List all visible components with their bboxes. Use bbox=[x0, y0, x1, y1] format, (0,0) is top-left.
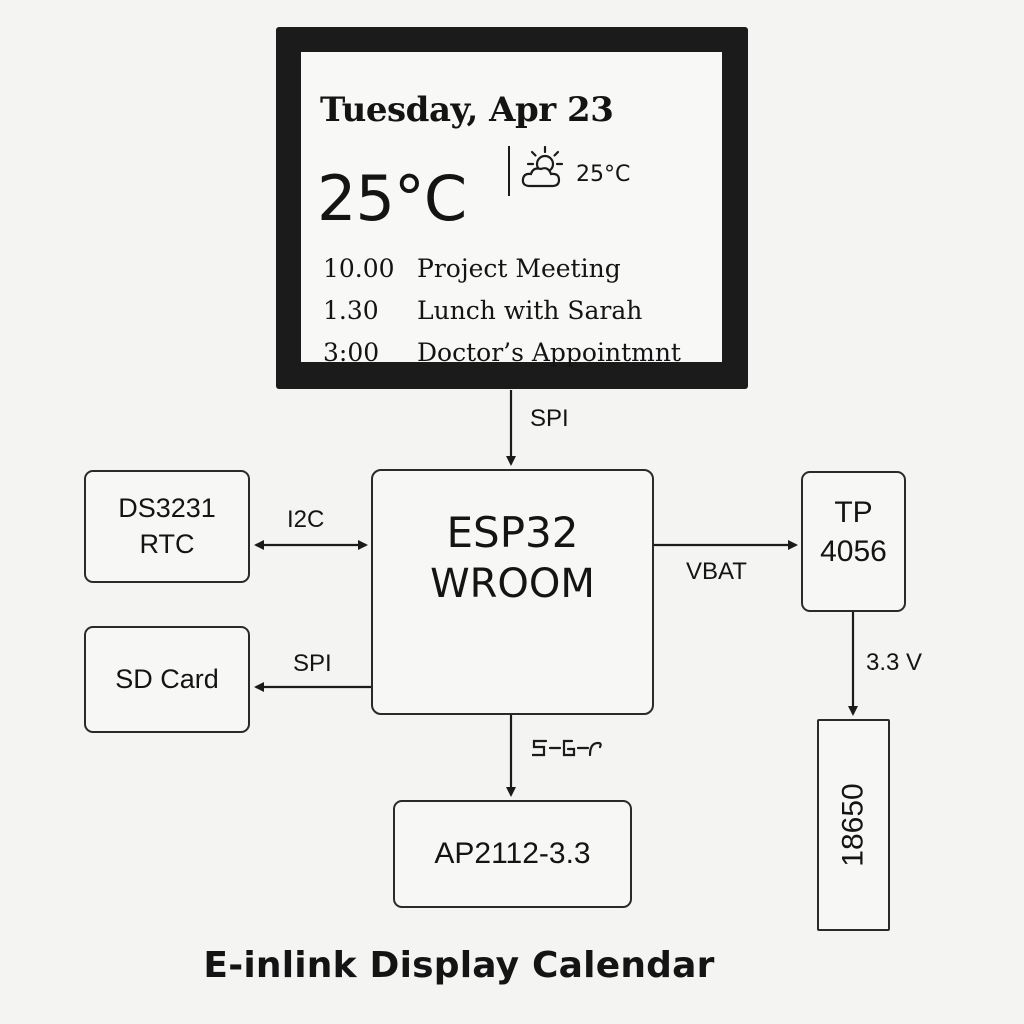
esp32-label-line2: WROOM bbox=[430, 561, 595, 608]
wire-label-display-spi: SPI bbox=[530, 405, 569, 432]
display-temperature-divider bbox=[508, 146, 510, 196]
esp32-label-line1: ESP32 bbox=[446, 507, 579, 557]
tp4056-charger-block: TP 4056 bbox=[801, 471, 906, 612]
event-time: 10.00 bbox=[323, 254, 395, 283]
eink-display-screen: Tuesday, Apr 23 25°C 25°C 10.00 Project … bbox=[301, 52, 722, 367]
esp32-wroom-block: ESP32 WROOM bbox=[371, 469, 654, 715]
sd-card-block: SD Card bbox=[84, 626, 250, 733]
event-time: 1.30 bbox=[323, 296, 379, 325]
ap2112-regulator-block: AP2112-3.3 bbox=[393, 800, 632, 908]
wire-label-rtc-i2c: I2C bbox=[287, 506, 325, 533]
wire-label-sd-spi: SPI bbox=[293, 650, 332, 677]
display-date: Tuesday, Apr 23 bbox=[320, 90, 614, 130]
eink-display-frame: Tuesday, Apr 23 25°C 25°C 10.00 Project … bbox=[276, 27, 748, 389]
battery-18650-block: 18650 bbox=[817, 719, 890, 931]
regulator-label: AP2112-3.3 bbox=[434, 837, 591, 870]
wire-label-3v3: 3.3 V bbox=[866, 649, 923, 676]
rtc-label-line2: RTC bbox=[139, 528, 195, 559]
esp32-label: ESP32 WROOM bbox=[430, 507, 595, 610]
diagram-caption: E-inlink Display Calendar bbox=[203, 945, 715, 986]
event-time: 3:00 bbox=[323, 338, 380, 367]
rtc-label-line1: DS3231 bbox=[118, 493, 216, 524]
battery-label: 18650 bbox=[836, 783, 870, 867]
event-title: Doctor’s Appointmnt bbox=[417, 338, 681, 367]
event-title: Project Meeting bbox=[417, 254, 621, 283]
event-title: Lunch with Sarah bbox=[417, 296, 643, 325]
rtc-label: DS3231 RTC bbox=[118, 491, 216, 561]
charger-label-line2: 4056 bbox=[820, 534, 887, 568]
ds3231-rtc-block: DS3231 RTC bbox=[84, 470, 250, 583]
illegible-wire-label bbox=[532, 739, 602, 757]
sd-card-label: SD Card bbox=[115, 664, 219, 695]
display-temperature-forecast: 25°C bbox=[576, 162, 631, 187]
partly-cloudy-icon bbox=[521, 145, 564, 188]
display-temperature-main: 25°C bbox=[317, 162, 467, 235]
charger-label-line1: TP bbox=[834, 495, 873, 529]
charger-label: TP 4056 bbox=[820, 493, 887, 571]
wire-label-vbat: VBAT bbox=[686, 558, 747, 585]
